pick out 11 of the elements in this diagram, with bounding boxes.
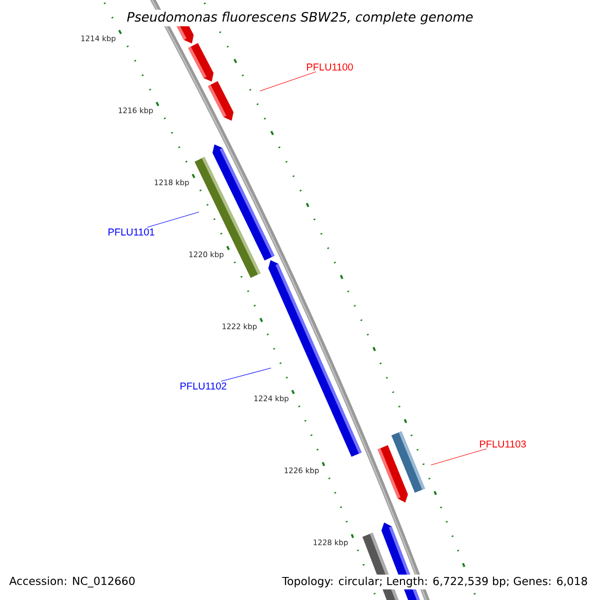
leader-line bbox=[260, 71, 316, 92]
title: Pseudomonas fluorescens SBW25, complete genome bbox=[124, 10, 476, 26]
leader-line bbox=[147, 212, 200, 228]
gene-label: PFLU1102 bbox=[180, 382, 226, 390]
leader-line bbox=[220, 368, 272, 382]
summary-text: Topology: circular; Length: 6,722,539 bp; Genes: 6,018 bbox=[280, 574, 590, 590]
gene-label: PFLU1103 bbox=[480, 440, 526, 448]
leader-line bbox=[430, 448, 487, 466]
accession-text: Accession: NC_012660 bbox=[9, 576, 135, 588]
gene-label: PFLU1101 bbox=[108, 228, 154, 236]
gene-label: PFLU1100 bbox=[307, 63, 353, 71]
